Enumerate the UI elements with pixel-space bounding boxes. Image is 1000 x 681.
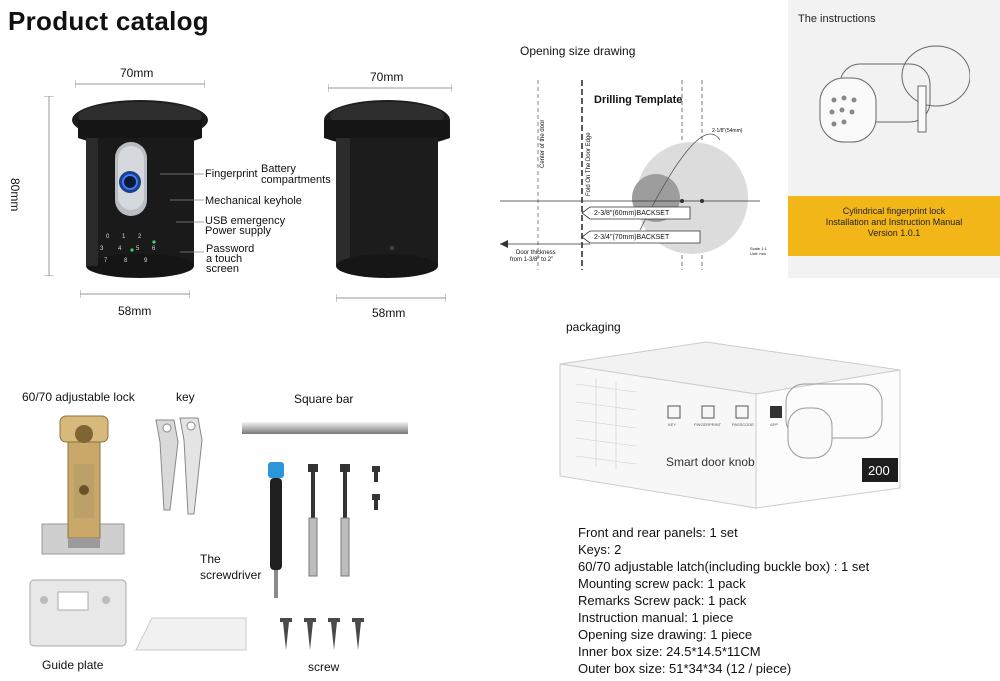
center-door-label: Center of the door (540, 119, 546, 168)
scale-label-line1: Scale 1:1 (750, 246, 767, 251)
back-width-top-dimension-line (328, 84, 452, 92)
fold-edge-label: Fold On The Door Edge (586, 132, 592, 196)
front-width-bottom-label: 58mm (118, 304, 152, 318)
front-height-dimension-line (44, 96, 54, 276)
cover-line1: Cylindrical fingerprint lock (842, 206, 946, 216)
front-width-bottom-dimension-line (80, 290, 190, 298)
instruction-cover-band: Cylindrical fingerprint lock Installatio… (788, 196, 1000, 256)
cover-line3: Version 1.0.1 (867, 228, 921, 238)
usb-label-line2: Power supply (205, 225, 272, 237)
contents-item: Mounting screw pack: 1 pack (578, 576, 746, 591)
svg-text:4: 4 (118, 246, 122, 252)
password-label-line1: Password (206, 243, 255, 255)
contents-item: Instruction manual: 1 piece (578, 610, 734, 625)
front-callout-lines (160, 173, 204, 253)
square-bar-label: Square bar (294, 392, 354, 406)
scale-label-line2: Unit: mm (750, 251, 766, 256)
svg-text:2: 2 (138, 234, 142, 240)
packaging-title: packaging (566, 320, 621, 334)
instructions-title: The instructions (798, 13, 876, 25)
back-width-bottom-label: 58mm (372, 306, 406, 320)
square-bar-image (242, 422, 408, 434)
svg-text:7: 7 (104, 258, 108, 264)
box-title: Smart door knob (666, 455, 755, 469)
lock-part-label: 60/70 adjustable lock (22, 390, 135, 404)
box-number: 200 (868, 463, 890, 478)
password-label-line2: a touch (206, 253, 243, 265)
door-thickness-label-line2: from 1-3/8" to 2" (510, 257, 554, 263)
drilling-template-drawing (500, 80, 760, 270)
small-screws-image (280, 618, 364, 650)
contents-item: Opening size drawing: 1 piece (578, 627, 753, 642)
packaging-box-image (559, 341, 901, 509)
svg-text:1: 1 (122, 234, 126, 240)
lock-sketch-image (819, 45, 970, 143)
contents-item: 60/70 adjustable latch(including buckle … (578, 559, 870, 574)
screwdriver-and-long-screws-image (268, 462, 380, 598)
guide-plate-label: Guide plate (42, 658, 104, 672)
front-width-top-dimension-line (75, 80, 205, 88)
password-label-line3: screen (206, 263, 240, 275)
fingerprint-lock-front-image: 0 1 2 3 4 5 6 7 8 9 (72, 100, 208, 278)
box-icon-label-fingerprint: FINGERPRINT (694, 422, 722, 427)
cover-line2: Installation and Instruction Manual (825, 217, 963, 227)
screwdriver-label-line1: The (200, 552, 221, 566)
drilling-template-label: Drilling Template (594, 94, 683, 106)
backset-70-label: 2-3/4"(70mm)BACKSET (594, 234, 670, 241)
backset-60-label: 2-3/8"(60mm)BACKSET (594, 210, 670, 217)
front-width-top-label: 70mm (120, 66, 154, 80)
battery-label: Battery compartments (261, 163, 331, 186)
box-icon-label-app: APP (770, 422, 779, 427)
box-icon-label-passcode: PASSCODE (732, 422, 754, 427)
door-thickness-label-line1: Door thickness (516, 250, 556, 256)
keyhole-label: keyhole (264, 195, 302, 207)
diameter-label: 2-1/8"(54mm) (712, 128, 743, 134)
package-contents-list: Front and rear panels: 1 set Keys: 2 60/… (578, 524, 869, 677)
usb-label-line1: USB emergency (205, 215, 286, 227)
contents-item: Front and rear panels: 1 set (578, 525, 738, 540)
fingerprint-lock-back-image (324, 100, 450, 278)
svg-text:3: 3 (100, 246, 104, 252)
keys-image (155, 417, 203, 515)
strike-box-image (135, 617, 247, 651)
guide-plate-image (29, 579, 127, 647)
fingerprint-label: Fingerprint (205, 168, 258, 180)
svg-text:8: 8 (124, 258, 128, 264)
adjustable-latch-image (41, 415, 125, 555)
box-icon-label-key: KEY (668, 422, 677, 427)
svg-text:5: 5 (136, 246, 140, 252)
contents-item: Outer box size: 51*34*34 (12 / piece) (578, 661, 792, 676)
keyhole-label-prefix: Mechanical (205, 195, 261, 207)
instruction-manual-cover: The instructions Cylindrical fingerprint… (788, 0, 1000, 278)
svg-text:9: 9 (144, 258, 148, 264)
contents-item: Inner box size: 24.5*14.5*11CM (578, 644, 761, 659)
drawing-title: Opening size drawing (520, 44, 636, 58)
screw-label: screw (308, 660, 340, 674)
screwdriver-label-line2: screwdriver (200, 568, 262, 582)
front-height-label: 80mm (8, 178, 22, 212)
contents-item: Keys: 2 (578, 542, 622, 557)
svg-text:0: 0 (106, 234, 110, 240)
back-width-top-label: 70mm (370, 70, 404, 84)
contents-item: Remarks Screw pack: 1 pack (578, 593, 747, 608)
catalog-title: Product catalog (8, 6, 209, 36)
back-width-bottom-dimension-line (336, 294, 446, 302)
key-label: key (176, 390, 195, 404)
svg-text:6: 6 (152, 246, 156, 252)
